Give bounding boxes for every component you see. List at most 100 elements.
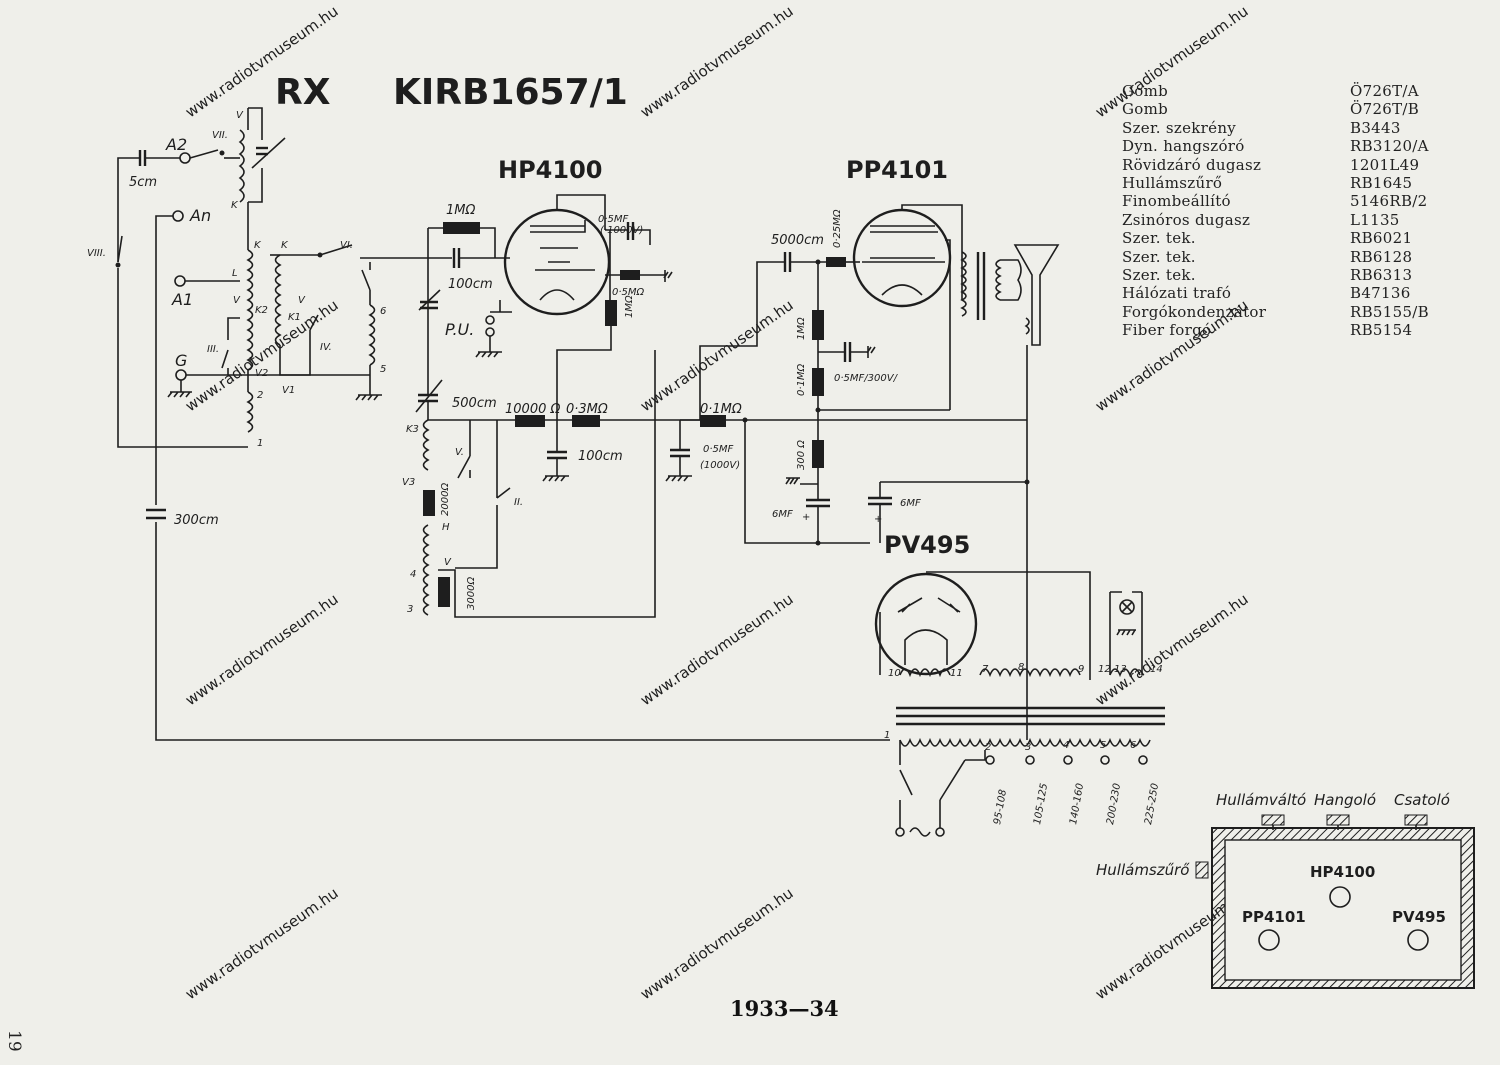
component-label: (·1000V) xyxy=(600,225,643,236)
component-label: K xyxy=(254,240,262,251)
component-label: 6 xyxy=(380,306,386,317)
part-name: Hálózati trafó xyxy=(1122,284,1232,303)
part-code: 5146RB/2 xyxy=(1350,192,1428,211)
component-label: 2000Ω xyxy=(440,483,451,516)
component-label: III. xyxy=(207,344,219,355)
terminal-a1 xyxy=(174,275,186,287)
component-label: V1 xyxy=(282,385,295,396)
part-name: Forgókondenzátor xyxy=(1122,302,1267,321)
chassis-layout: Hullámváltó Hangoló Csatoló Hullámszűrő … xyxy=(1096,791,1475,989)
component-label: V xyxy=(298,295,306,306)
component-label: + xyxy=(874,514,882,525)
component-label: 13 xyxy=(1114,664,1127,675)
component-label: II. xyxy=(514,497,523,508)
antenna-section: A2 5cm VII. V K VIII. An 300cm xyxy=(87,107,890,741)
page-number: 19 xyxy=(4,1030,24,1052)
component-label: VI. xyxy=(340,240,353,251)
part-name: Szer. tek. xyxy=(1122,265,1196,284)
component-label: 0·5MΩ xyxy=(612,287,645,298)
component-label: 11 xyxy=(950,668,963,679)
part-code: B47136 xyxy=(1350,284,1411,303)
component-label: 4 xyxy=(1063,740,1069,751)
terminal-a2 xyxy=(179,152,191,164)
component-label: Csatoló xyxy=(1394,791,1450,809)
hp4100-stage: HP4100 1MΩ 100cm P.U. 0·5MF (·1000V) 0·5… xyxy=(402,156,700,618)
part-code: L1135 xyxy=(1350,210,1400,229)
watermark-text: www.radiotvmuseum.hu xyxy=(637,296,797,415)
component-label: + xyxy=(802,512,810,523)
component-label: 5cm xyxy=(129,175,157,190)
pp4101-stage: PP4101 5000cm 0·25MΩ 1MΩ 0·5MF/300 xyxy=(665,156,1060,740)
component-label: 10000 Ω xyxy=(505,402,560,417)
part-code: 1201L49 xyxy=(1350,155,1420,174)
part-name: Rövidzáró dugasz xyxy=(1122,155,1262,174)
part-code: RB1645 xyxy=(1350,173,1413,192)
watermark-text: www.radiotvmuseum.hu xyxy=(637,884,797,1003)
part-name: Szer. szekrény xyxy=(1122,118,1237,137)
part-code: Ö726T/B xyxy=(1350,100,1420,119)
watermark-text: www.radiotvmuseum.hu xyxy=(182,590,342,709)
component-label: Hullámszűrő xyxy=(1096,861,1190,879)
component-label: PV495 xyxy=(1392,908,1446,926)
component-label: 6MF xyxy=(900,498,921,509)
part-name: Hullámszűrő xyxy=(1122,173,1223,192)
component-label: A1 xyxy=(171,290,193,309)
component-label: L xyxy=(232,268,238,279)
watermark-text: www.radiotvmuseum.hu xyxy=(637,590,797,709)
component-label: 1MΩ xyxy=(446,203,475,218)
component-label: (1000V) xyxy=(700,460,740,471)
component-label: 5000cm xyxy=(771,233,824,248)
component-label: 5 xyxy=(1100,740,1106,751)
watermark-text: www.radiotvmuseum.hu xyxy=(182,884,342,1003)
terminal-g xyxy=(175,369,187,381)
component-label: PP4101 xyxy=(1242,908,1306,926)
component-label: K xyxy=(281,240,289,251)
component-label: 2 xyxy=(257,390,263,401)
component-label: P.U. xyxy=(445,320,474,339)
model-number: KIRB1657/1 xyxy=(393,72,628,113)
component-label: 0·5MF xyxy=(598,214,629,225)
component-label: 5 xyxy=(380,364,386,375)
component-label: 3000Ω xyxy=(466,577,477,610)
component-label: 12 xyxy=(1098,664,1111,675)
component-label: HP4100 xyxy=(1310,863,1375,881)
component-label: 14 xyxy=(1150,664,1163,675)
component-label: 1 xyxy=(884,730,890,741)
component-label: 95-108 xyxy=(992,789,1009,826)
part-code: RB5154 xyxy=(1350,321,1413,340)
component-label: K xyxy=(231,200,239,211)
component-label: V. xyxy=(455,447,464,458)
component-label: V2 xyxy=(255,368,268,379)
component-label: 1MΩ xyxy=(624,295,635,318)
component-label: 100cm xyxy=(448,277,493,292)
component-label: K3 xyxy=(406,424,419,435)
watermark-text: www.radiotvmuseum.hu xyxy=(1092,2,1252,121)
component-label: 0·25MΩ xyxy=(832,209,843,248)
component-label: 225-250 xyxy=(1143,782,1161,825)
component-label: 140-160 xyxy=(1068,782,1086,825)
component-label: 2 xyxy=(985,742,991,753)
part-code: RB6021 xyxy=(1350,229,1413,248)
component-label: 500cm xyxy=(452,396,497,411)
component-label: G xyxy=(175,351,187,370)
terminal-an xyxy=(172,210,184,222)
component-label: 10 xyxy=(888,668,901,679)
component-label: 300cm xyxy=(174,513,219,528)
part-name: Zsinóros dugasz xyxy=(1122,210,1251,229)
component-label: Hullámváltó xyxy=(1216,791,1306,809)
tube-label-hp4100: HP4100 xyxy=(498,156,602,184)
component-label: 0·1MΩ xyxy=(700,402,742,417)
part-name: Gomb xyxy=(1122,82,1169,100)
watermark-text: www.radiotvmuseum.hu xyxy=(637,2,797,121)
component-label: 6 xyxy=(1130,740,1136,751)
component-label: IV. xyxy=(320,342,332,353)
component-label: 200-230 xyxy=(1105,782,1123,825)
tube-label-pp4101: PP4101 xyxy=(846,156,948,184)
part-code: RB5155/B xyxy=(1350,302,1429,321)
component-label: 1MΩ xyxy=(796,317,807,340)
terminal-a2-label: A2 xyxy=(165,135,187,154)
tube-label-pv495: PV495 xyxy=(884,531,970,559)
component-label: 9 xyxy=(1078,664,1084,675)
part-name: Fiber forgó xyxy=(1122,321,1212,340)
year-footer: 1933—34 xyxy=(730,996,839,1021)
